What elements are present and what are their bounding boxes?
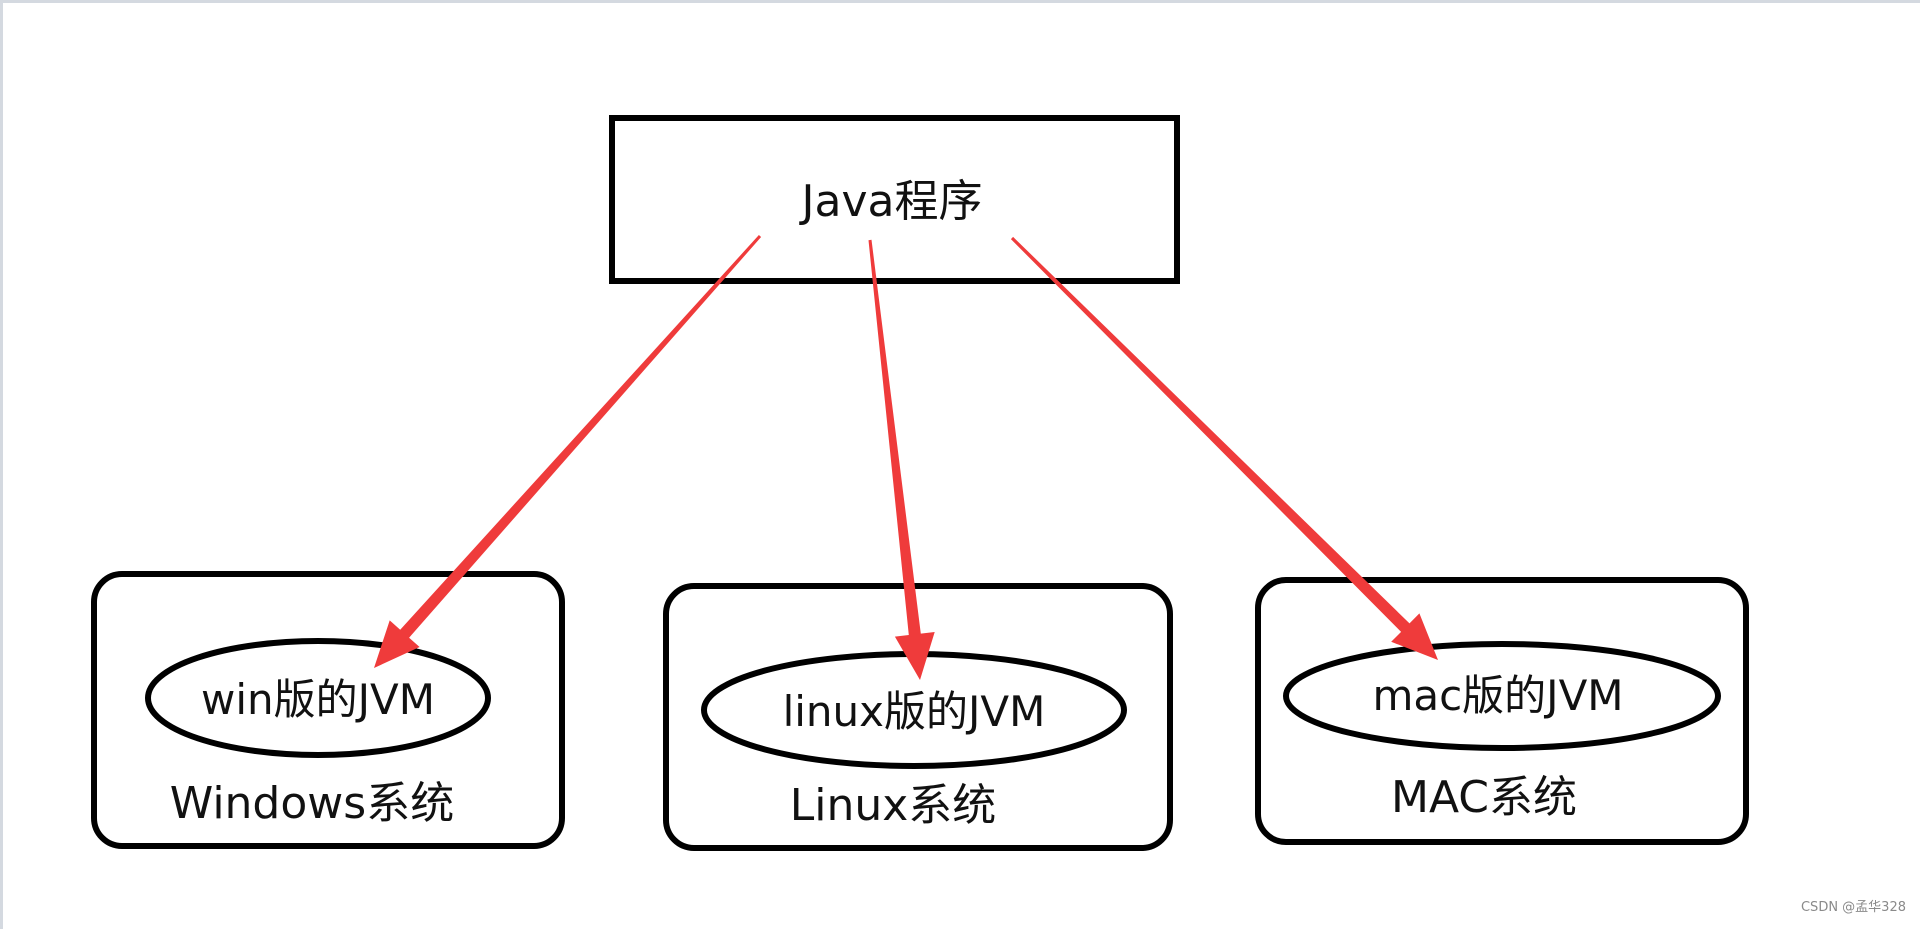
- watermark-text: CSDN @孟华328: [1800, 900, 1906, 915]
- arrow-to-mac-jvm: [1010, 236, 1438, 660]
- java-program-label: Java程序: [799, 176, 983, 227]
- mac-jvm-label: mac版的JVM: [1372, 671, 1623, 720]
- arrow-group: [374, 235, 1438, 681]
- arrow-to-win-jvm: [374, 235, 762, 668]
- win-jvm-ellipse: [145, 638, 491, 758]
- arrow-to-linux-jvm: [868, 239, 935, 681]
- win-jvm-label: win版的JVM: [201, 675, 435, 724]
- windows-system-label: Windows系统: [170, 778, 454, 829]
- top-divider: [0, 0, 1920, 3]
- left-divider: [0, 0, 3, 929]
- java-program-box: [609, 115, 1180, 284]
- linux-system-label: Linux系统: [790, 780, 997, 831]
- mac-system-label: MAC系统: [1391, 772, 1577, 823]
- mac-jvm-ellipse: [1283, 641, 1721, 751]
- linux-jvm-label: linux版的JVM: [783, 687, 1046, 736]
